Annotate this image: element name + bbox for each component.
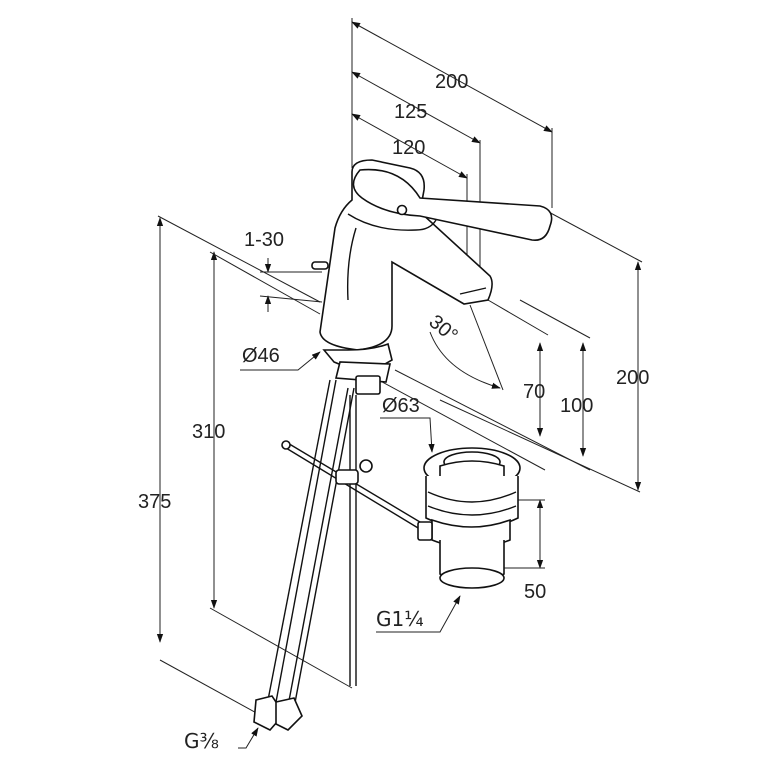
label-100: 100 xyxy=(560,395,593,417)
dimension-lines xyxy=(156,18,643,749)
popup-linkage xyxy=(281,440,431,535)
drain-assembly xyxy=(417,447,521,589)
label-70: 70 xyxy=(523,381,545,403)
label-1-30: 1-30 xyxy=(244,229,284,251)
dim-line-120 xyxy=(351,113,468,179)
label-200-right: 200 xyxy=(616,367,649,389)
label-dia63: Ø63 xyxy=(382,395,420,417)
label-50: 50 xyxy=(524,581,546,603)
label-30-degrees: 30° xyxy=(425,311,462,347)
label-120: 120 xyxy=(392,137,425,159)
label-thread-g3-8: G⅜ xyxy=(184,729,219,753)
supply-hoses xyxy=(253,379,357,731)
label-310: 310 xyxy=(192,421,225,443)
label-375: 375 xyxy=(138,491,171,513)
label-dia46: Ø46 xyxy=(242,345,280,367)
label-125: 125 xyxy=(394,101,427,123)
faucet-body xyxy=(311,159,553,395)
label-200-top: 200 xyxy=(435,71,468,93)
label-thread-g1-1-4: G1¼ xyxy=(376,607,424,631)
angle-arc-30 xyxy=(429,331,501,389)
dimension-labels: 200 125 120 1-30 Ø46 30° Ø63 310 375 70 … xyxy=(138,71,649,753)
